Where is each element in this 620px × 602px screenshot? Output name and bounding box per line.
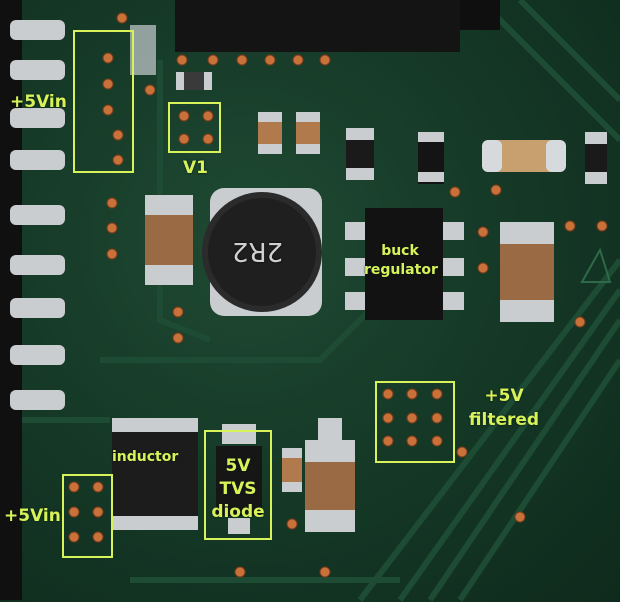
filtered-label: +5V filtered xyxy=(462,384,546,432)
bottom-capacitors xyxy=(282,418,355,532)
vin-top-label: +5Vin xyxy=(10,92,67,112)
left-connector-pins xyxy=(0,0,65,600)
vin-bottom-header-box xyxy=(62,474,113,558)
buck-label-line1: buck xyxy=(381,243,419,259)
tvs-label-line1: 5V xyxy=(225,456,251,476)
tvs-diode-label: 5V TVS diode xyxy=(204,455,272,524)
v1-header-box xyxy=(168,102,221,153)
vin-top-header-box xyxy=(73,30,134,173)
inductor-2r2 xyxy=(202,188,322,316)
tvs-diode xyxy=(216,424,262,534)
small-smd-parts xyxy=(130,25,607,184)
filter-inductor xyxy=(112,418,198,530)
tvs-label-line2: TVS xyxy=(219,479,257,499)
buck-label-line2: regulator xyxy=(364,262,438,278)
inductor-marking: 2R2 xyxy=(232,236,284,266)
copper-traces xyxy=(10,0,620,602)
top-ic-body xyxy=(175,0,460,52)
tvs-label-line3: diode xyxy=(211,502,265,522)
capacitor-left xyxy=(145,195,193,285)
tvs-diode-box xyxy=(204,430,272,540)
buck-regulator-label: buck regulator xyxy=(364,242,438,280)
filtered-header-box xyxy=(375,381,455,463)
v1-label: V1 xyxy=(183,158,208,178)
capacitor-right xyxy=(500,222,554,322)
inductor-label: inductor xyxy=(112,449,179,465)
buck-regulator-chip xyxy=(345,208,464,320)
vin-bottom-label: +5Vin xyxy=(4,506,61,526)
filtered-label-line1: +5V xyxy=(484,386,524,406)
filtered-label-line2: filtered xyxy=(468,410,540,430)
vias xyxy=(68,12,608,578)
